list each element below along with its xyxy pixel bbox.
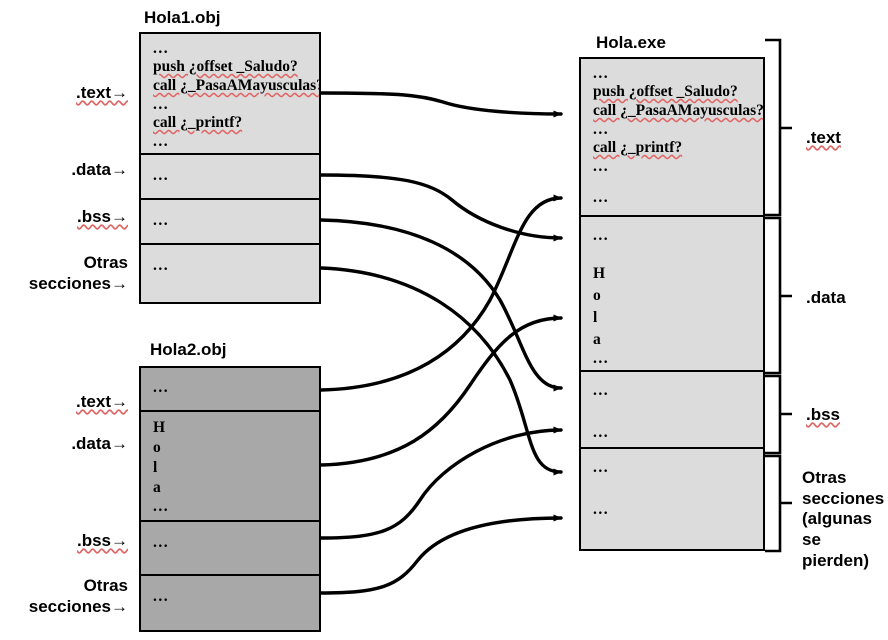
holaexe-bss-line-1: ... bbox=[593, 424, 610, 441]
hola1-label-otras: Otras secciones→ bbox=[0, 253, 128, 294]
holaexe-label-otras-line5: pierden) bbox=[802, 550, 870, 570]
hola1-section-otras: ... bbox=[141, 245, 319, 302]
connector-3 bbox=[319, 218, 563, 392]
holaexe-otras-line-0: ... bbox=[593, 459, 610, 476]
holaexe-bss-line-0: ... bbox=[593, 382, 610, 399]
holaexe-text-line-2: call ¿_PasaAMayusculas? bbox=[593, 102, 763, 119]
hola2-data-char-o: o bbox=[153, 439, 161, 456]
hola2-text-line-0: ... bbox=[153, 379, 170, 396]
hola2-data-char-a: a bbox=[153, 479, 161, 496]
hola1-label-text: .text→ bbox=[0, 83, 128, 103]
connector-1 bbox=[319, 91, 563, 118]
hola2-label-data: .data→ bbox=[0, 434, 128, 454]
holaexe-label-otras-line2: secciones bbox=[802, 488, 885, 508]
holaexe-label-data-value: .data bbox=[806, 288, 846, 307]
holaexe-label-bss: .bss bbox=[806, 405, 840, 425]
hola1-text-line-1: push ¿offset _Saludo? bbox=[153, 58, 298, 75]
connector-4 bbox=[319, 266, 563, 476]
hola1-text-line-5: ... bbox=[153, 133, 170, 150]
hola2-box: ... H o l a ... ... ... bbox=[139, 366, 321, 632]
connector-5 bbox=[319, 194, 563, 392]
holaexe-data-char-a: a bbox=[593, 331, 601, 348]
hola1-section-data: ... bbox=[141, 155, 319, 200]
hola2-section-data: H o l a ... bbox=[141, 412, 319, 522]
brace-text bbox=[765, 38, 792, 217]
hola2-data-line-dots: ... bbox=[153, 498, 170, 515]
hola1-text-line-2: call ¿_PasaAMayusculas? bbox=[153, 77, 319, 94]
connector-6 bbox=[319, 314, 563, 467]
connector-2 bbox=[319, 173, 563, 242]
hola2-label-otras-line1: Otras bbox=[83, 576, 128, 595]
hola1-text-line-0: ... bbox=[153, 40, 170, 57]
holaexe-label-text-value: .text bbox=[806, 128, 841, 147]
holaexe-label-otras-line1: Otras bbox=[802, 468, 847, 487]
hola1-label-data: .data→ bbox=[0, 160, 128, 180]
hola1-otras-line-0: ... bbox=[153, 257, 170, 274]
hola1-text-line-3: ... bbox=[153, 96, 170, 113]
hola2-label-data-value: .data→ bbox=[71, 434, 128, 453]
holaexe-label-otras-line4: se bbox=[802, 530, 821, 550]
hola1-box: ... push ¿offset _Saludo? call ¿_PasaAMa… bbox=[139, 32, 321, 304]
hola1-section-text: ... push ¿offset _Saludo? call ¿_PasaAMa… bbox=[141, 34, 319, 155]
holaexe-section-otras: ... ... bbox=[581, 449, 763, 549]
hola2-title: Hola2.obj bbox=[150, 340, 227, 359]
hola1-bss-line-0: ... bbox=[153, 212, 170, 229]
hola2-section-otras: ... bbox=[141, 576, 319, 630]
hola2-label-otras: Otras secciones→ bbox=[0, 576, 128, 617]
holaexe-data-line-0: ... bbox=[593, 227, 610, 244]
holaexe-text-line-1: push ¿offset _Saludo? bbox=[593, 83, 738, 100]
hola2-data-char-h: H bbox=[153, 419, 166, 436]
hola1-title: Hola1.obj bbox=[144, 8, 221, 27]
holaexe-text-line-4: call ¿_printf? bbox=[593, 139, 683, 156]
holaexe-data-line-dots: ... bbox=[593, 350, 610, 367]
hola1-text-line-4: call ¿_printf? bbox=[153, 114, 243, 131]
brace-otras bbox=[765, 454, 792, 553]
hola2-label-bss-value: .bss→ bbox=[76, 531, 128, 550]
brace-bss bbox=[765, 374, 792, 455]
hola2-otras-line-0: ... bbox=[153, 588, 170, 605]
hola2-section-text: ... bbox=[141, 368, 319, 412]
connector-8 bbox=[319, 514, 563, 595]
holaexe-title: Hola.exe bbox=[596, 33, 666, 52]
holaexe-section-data: ... H o l a ... bbox=[581, 217, 763, 372]
hola1-data-line-0: ... bbox=[153, 167, 170, 184]
hola2-data-char-l: l bbox=[153, 459, 158, 476]
holaexe-otras-line-1: ... bbox=[593, 501, 610, 518]
holaexe-data-char-o: o bbox=[593, 287, 601, 304]
hola1-label-text-value: .text→ bbox=[76, 83, 128, 102]
holaexe-text-line-6: ... bbox=[593, 189, 610, 206]
holaexe-data-char-h: H bbox=[593, 265, 606, 282]
hola1-section-bss: ... bbox=[141, 200, 319, 245]
hola1-label-data-value: .data→ bbox=[71, 160, 128, 179]
hola2-label-otras-line2: secciones→ bbox=[28, 596, 128, 616]
holaexe-label-otras: Otras secciones (algunas se pierden) bbox=[802, 468, 884, 572]
hola1-label-bss: .bss→ bbox=[0, 207, 128, 227]
hola2-label-bss: .bss→ bbox=[0, 531, 128, 551]
hola1-label-bss-value: .bss→ bbox=[76, 207, 128, 226]
exe-braces bbox=[765, 38, 792, 553]
hola1-label-otras-line1: Otras bbox=[83, 253, 128, 272]
holaexe-text-line-3: ... bbox=[593, 121, 610, 138]
holaexe-data-char-l: l bbox=[593, 309, 598, 326]
hola2-label-text: .text→ bbox=[0, 392, 128, 412]
holaexe-label-text: .text bbox=[806, 128, 841, 148]
holaexe-text-line-0: ... bbox=[593, 65, 610, 82]
brace-data bbox=[765, 216, 792, 375]
holaexe-text-line-5: ... bbox=[593, 158, 610, 175]
hola2-bss-line-0: ... bbox=[153, 534, 170, 551]
holaexe-label-otras-line3: (algunas bbox=[802, 509, 872, 529]
holaexe-label-bss-value: .bss bbox=[806, 405, 841, 424]
hola1-label-otras-line2: secciones→ bbox=[28, 273, 128, 293]
connector-7 bbox=[319, 426, 563, 540]
hola2-label-text-value: .text→ bbox=[76, 392, 128, 411]
holaexe-box: ... push ¿offset _Saludo? call ¿_PasaAMa… bbox=[579, 57, 765, 551]
holaexe-section-text: ... push ¿offset _Saludo? call ¿_PasaAMa… bbox=[581, 59, 763, 217]
hola2-section-bss: ... bbox=[141, 522, 319, 576]
holaexe-section-bss: ... ... bbox=[581, 372, 763, 449]
holaexe-label-data: .data bbox=[806, 288, 846, 308]
